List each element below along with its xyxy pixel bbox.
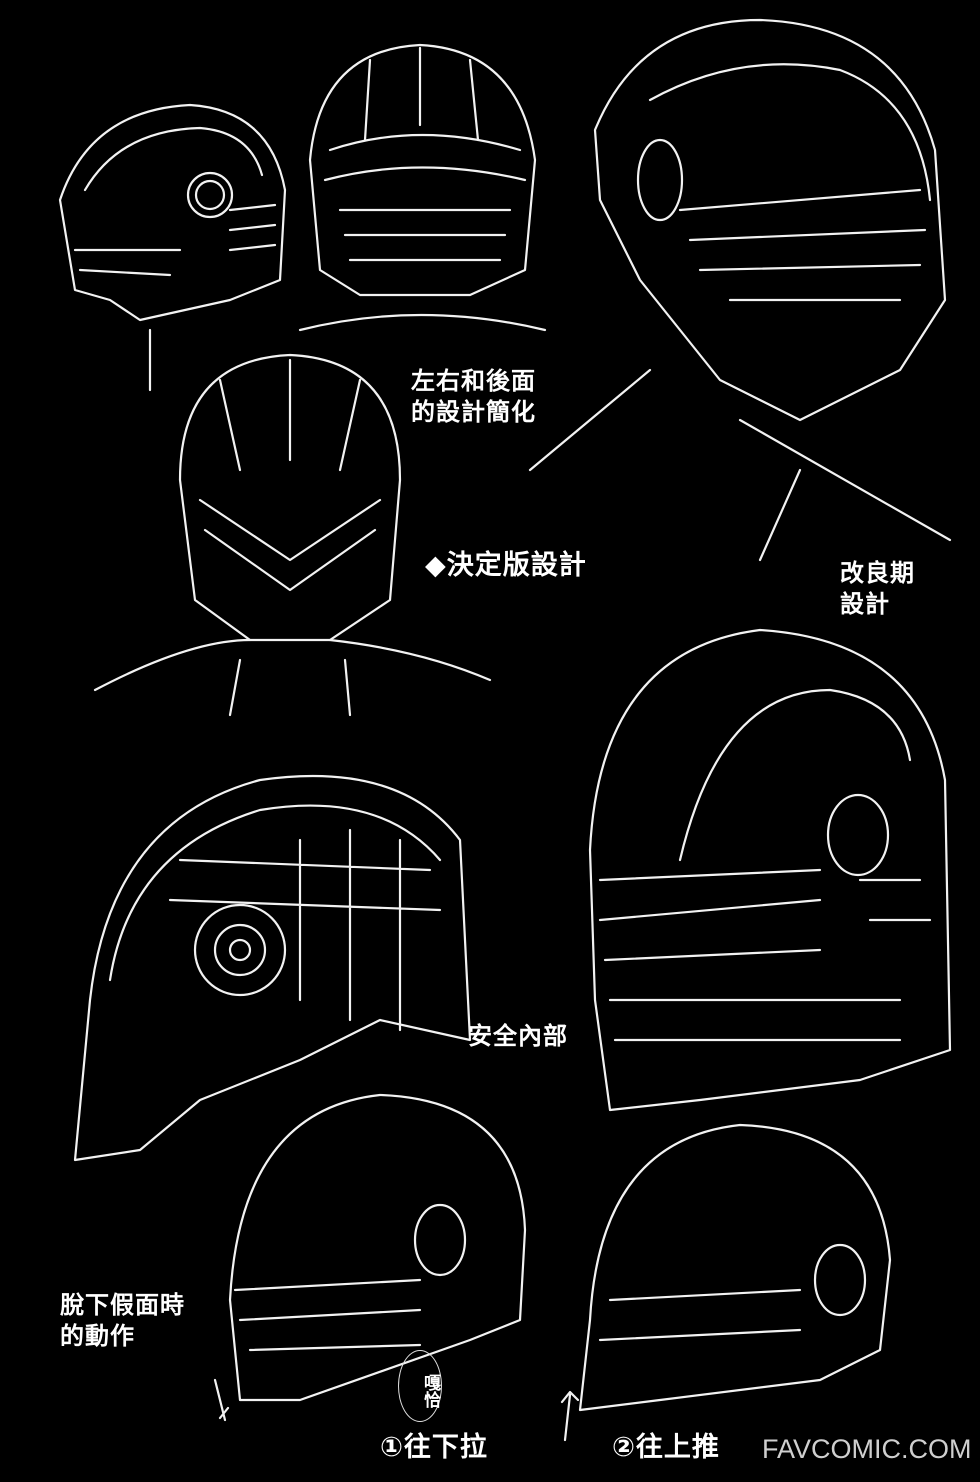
helmet-interior-sketch [73, 774, 472, 1162]
caption-improved-line1: 改良期 [840, 559, 915, 587]
helmet-improved-sketch [528, 18, 952, 562]
caption-step1: ①往下拉 [380, 1432, 488, 1463]
caption-final-design: ◆決定版設計 [425, 550, 587, 581]
caption-removing-line1: 脫下假面時 [60, 1291, 185, 1319]
helmet-front-sketch [93, 353, 492, 717]
caption-step2: ②往上推 [612, 1432, 720, 1463]
watermark: FAVCOMIC.COM [762, 1434, 972, 1464]
helmet-step1-sketch [213, 1093, 527, 1422]
caption-removing-line2: 的動作 [60, 1322, 135, 1350]
caption-simplified-line1: 左右和後面 [411, 367, 536, 395]
caption-interior: 安全內部 [468, 1022, 568, 1050]
caption-improved-line2: 設計 [840, 590, 890, 618]
caption-simplified-line2: 的設計簡化 [411, 398, 536, 426]
helmet-side-sketch-small [58, 103, 287, 392]
helmet-step2-sketch [560, 1123, 892, 1442]
helmet-side-sketch-large [588, 628, 952, 1112]
sound-effect-bubble: 嘎恰 [398, 1350, 442, 1422]
helmet-back-sketch [298, 43, 547, 332]
